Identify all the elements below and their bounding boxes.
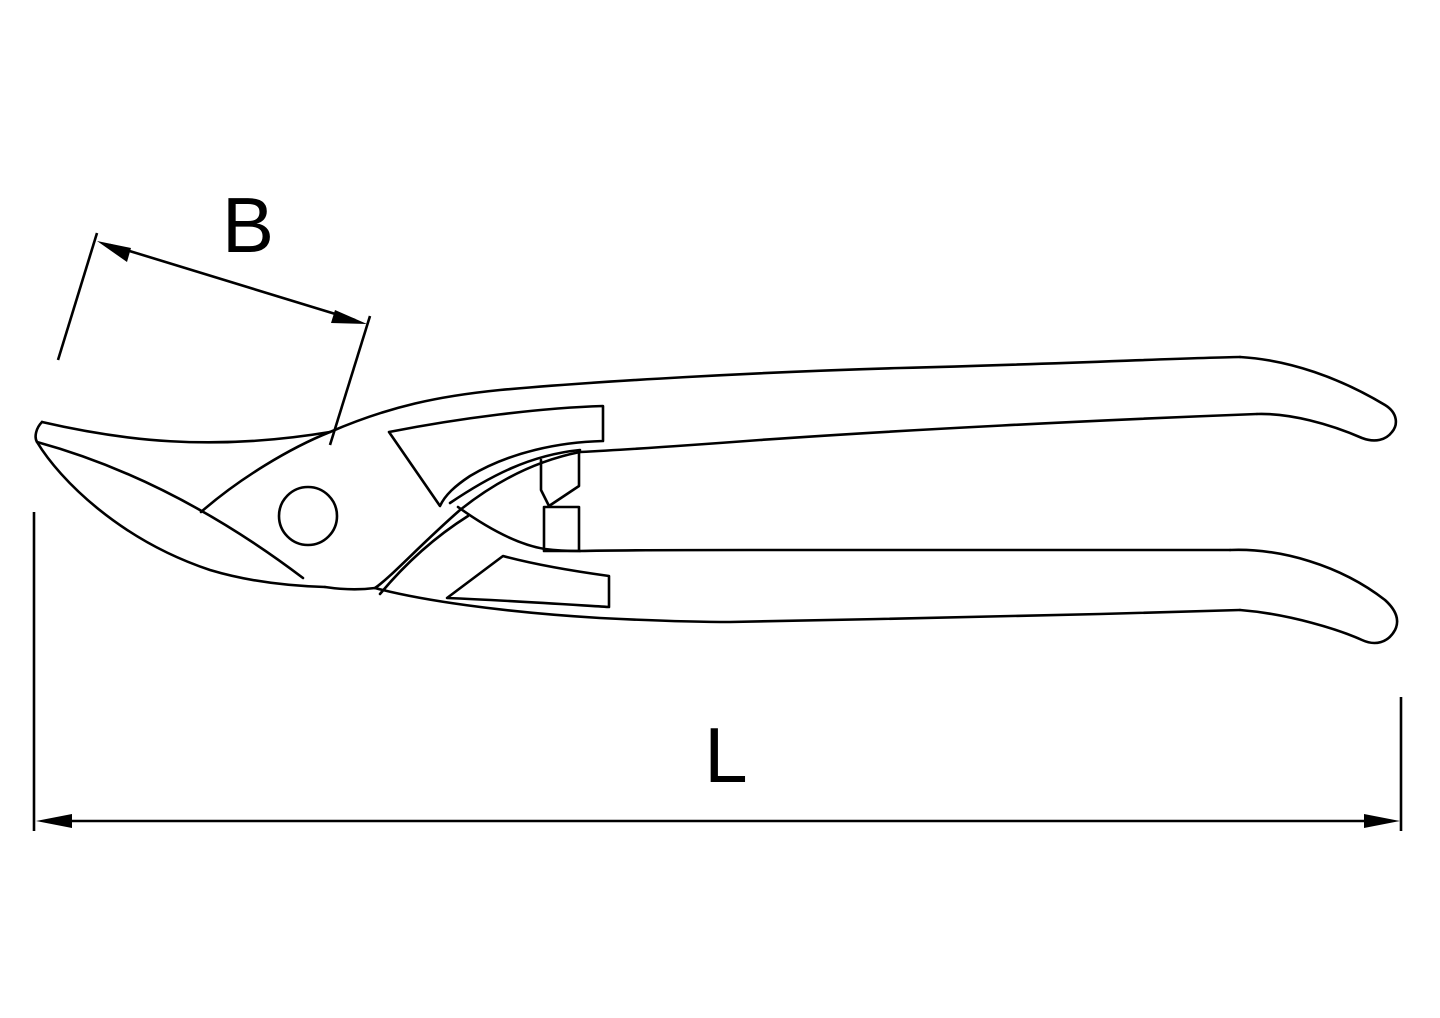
dimension-b-extension-right (328, 315, 372, 446)
lower-handle-grip (1228, 548, 1399, 645)
dimension-l-arrow-left-icon (36, 814, 72, 828)
dimension-b-extension-left (56, 232, 99, 361)
dimension-l-label: L (704, 711, 748, 799)
upper-handle-grip (1238, 355, 1398, 442)
dimension-l (32, 512, 1403, 831)
lower-arm-crossing (378, 514, 470, 596)
jaw-inner-curve (456, 505, 582, 553)
lower-blade (35, 440, 327, 589)
upper-blade-top-edge (40, 420, 332, 444)
upper-inner-arc (448, 448, 582, 505)
upper-body-curve (199, 355, 1242, 514)
upper-window-cutout (387, 404, 605, 508)
upper-blade (34, 420, 305, 580)
dimension-b-arrow-right-icon (331, 310, 367, 324)
lower-handle-inner-edge (578, 548, 1232, 553)
latch-lower-block (542, 505, 581, 553)
dimension-b-line (109, 243, 356, 322)
dimension-b-arrow-left-icon (97, 241, 131, 262)
tool-outline (34, 355, 1399, 645)
dimension-l-arrow-right-icon (1364, 814, 1400, 828)
lower-window-cutout (445, 554, 611, 609)
dimension-b-label: B (221, 181, 275, 269)
lower-body-curve (323, 585, 1242, 624)
pivot-bolt (277, 485, 339, 547)
dimension-b (56, 232, 372, 446)
upper-handle-inner-edge (578, 412, 1259, 454)
